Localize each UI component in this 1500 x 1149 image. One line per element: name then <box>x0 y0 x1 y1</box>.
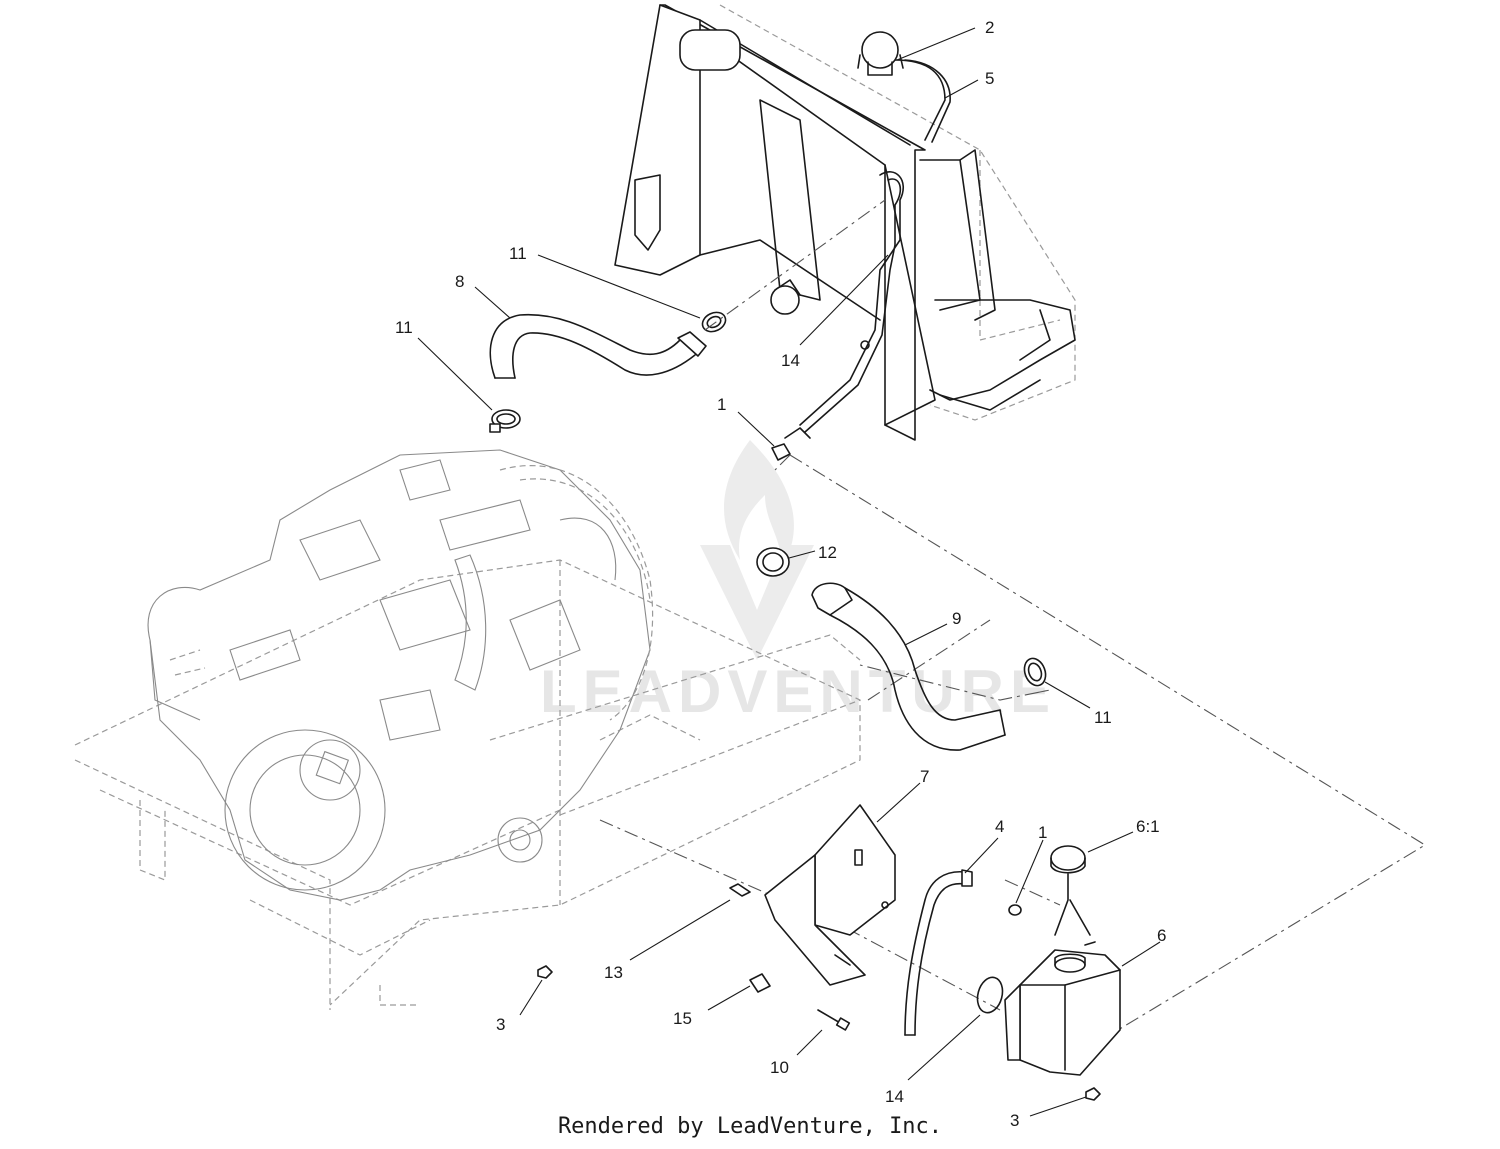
callout-14-upper: 14 <box>781 351 800 370</box>
callout-13: 13 <box>604 963 623 982</box>
callout-15: 15 <box>673 1009 692 1028</box>
callout-5: 5 <box>985 69 994 88</box>
reservoir-cap-6-1 <box>1050 845 1091 936</box>
callout-12: 12 <box>818 543 837 562</box>
radiator-assembly <box>614 4 1076 441</box>
callout-4: 4 <box>995 817 1004 836</box>
lower-hose-9 <box>811 582 1006 751</box>
upper-hose-8 <box>489 313 707 379</box>
callout-labels: 2 5 11 8 11 14 1 12 9 11 7 4 1 6:1 6 13 … <box>395 18 1166 1130</box>
callout-11-right: 11 <box>1094 708 1112 727</box>
leader-lines <box>417 27 1161 1117</box>
callout-11-upper: 11 <box>509 244 527 263</box>
nut-3-left <box>537 965 553 979</box>
hose-clamp-11-lower <box>489 409 521 433</box>
callout-8: 8 <box>455 272 464 291</box>
engine-assembly <box>147 449 654 901</box>
hose-clamp-12 <box>756 547 790 577</box>
watermark-flame-icon <box>723 440 794 570</box>
assembly-line <box>599 199 1427 1031</box>
hose-clamp-11-right <box>1023 657 1047 687</box>
callout-14-lower: 14 <box>885 1087 904 1106</box>
callout-2: 2 <box>985 18 994 37</box>
callout-6: 6 <box>1157 926 1166 945</box>
callout-3-right: 3 <box>1010 1111 1019 1130</box>
watermark: LEADVENTURE <box>540 440 1050 725</box>
callout-6-1: 6:1 <box>1136 817 1160 836</box>
coolant-reservoir-6 <box>1004 941 1121 1076</box>
chassis-frame <box>74 559 861 1010</box>
hose-clamp-14-lower <box>976 976 1004 1014</box>
nut-3-right <box>1085 1087 1101 1101</box>
mounting-bracket-7 <box>764 804 896 986</box>
callout-1-lower: 1 <box>1038 823 1047 842</box>
fitting-1-lower <box>1008 904 1022 916</box>
overflow-hose-4 <box>904 869 973 1036</box>
watermark-v-icon <box>700 545 814 660</box>
callout-7: 7 <box>920 767 929 786</box>
footer-credit: Rendered by LeadVenture, Inc. <box>557 1114 943 1139</box>
hose-clamp-11-upper <box>701 311 727 333</box>
clip-15 <box>749 973 771 993</box>
fitting-1-upper <box>771 443 791 461</box>
bolt-10 <box>817 1009 851 1031</box>
callout-9: 9 <box>952 609 961 628</box>
bolt-13 <box>729 883 751 897</box>
callout-3-left: 3 <box>496 1015 505 1034</box>
callout-1-upper: 1 <box>717 395 726 414</box>
callout-10: 10 <box>770 1058 789 1077</box>
callout-11-lower: 11 <box>395 318 413 337</box>
